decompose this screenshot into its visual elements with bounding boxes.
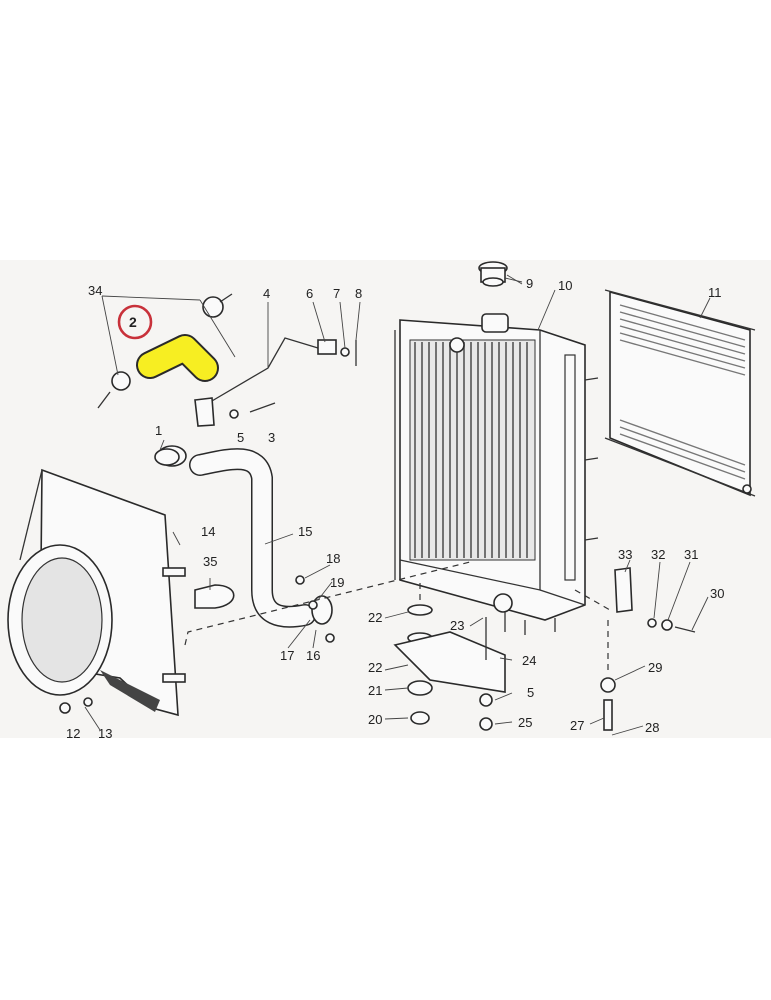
radiator-cap	[478, 261, 523, 287]
label-4: 4	[263, 286, 270, 301]
label-6: 6	[306, 286, 313, 301]
label-2: 2	[129, 314, 137, 330]
label-35: 35	[203, 554, 217, 569]
label-19: 19	[330, 575, 344, 590]
label-17: 17	[280, 648, 294, 663]
label-22a: 22	[368, 610, 382, 625]
label-5b: 5	[527, 685, 534, 700]
label-30: 30	[710, 586, 724, 601]
label-1: 1	[155, 423, 162, 438]
label-24: 24	[522, 653, 536, 668]
label-29: 29	[648, 660, 662, 675]
part-labels: 34 2 4 6 7 8 9 10 11 5 3 1 14 15 35 18 1…	[66, 276, 724, 738]
upper-hose-highlighted	[97, 293, 233, 409]
label-5a: 5	[237, 430, 244, 445]
label-18: 18	[326, 551, 340, 566]
highlight-circle	[117, 304, 153, 340]
label-8: 8	[355, 286, 362, 301]
label-3: 3	[268, 430, 275, 445]
label-11: 11	[708, 285, 722, 300]
label-34: 34	[88, 283, 102, 298]
label-9: 9	[526, 276, 533, 291]
label-21: 21	[368, 683, 382, 698]
label-15: 15	[298, 524, 312, 539]
label-28: 28	[645, 720, 659, 735]
label-16: 16	[306, 648, 320, 663]
assembly-lines	[184, 561, 611, 670]
label-23: 23	[450, 618, 464, 633]
label-31: 31	[684, 547, 698, 562]
label-27: 27	[570, 718, 584, 733]
radiator-screen	[604, 289, 756, 497]
mounting-hardware	[59, 448, 696, 731]
label-33: 33	[618, 547, 632, 562]
label-22b: 22	[368, 660, 382, 675]
label-13: 13	[98, 726, 112, 738]
label-32: 32	[651, 547, 665, 562]
stay-rod	[194, 337, 357, 427]
label-10: 10	[558, 278, 572, 293]
radiator-core	[394, 313, 599, 635]
parts-diagram-sheet: 34 2 4 6 7 8 9 10 11 5 3 1 14 15 35 18 1…	[0, 260, 771, 738]
label-12: 12	[66, 726, 80, 738]
label-20: 20	[368, 712, 382, 727]
fan-shroud	[7, 468, 186, 717]
label-14: 14	[201, 524, 215, 539]
label-7: 7	[333, 286, 340, 301]
leader-lines	[84, 277, 711, 736]
radiator-exploded-view: 34 2 4 6 7 8 9 10 11 5 3 1 14 15 35 18 1…	[7, 261, 756, 738]
label-25: 25	[518, 715, 532, 730]
